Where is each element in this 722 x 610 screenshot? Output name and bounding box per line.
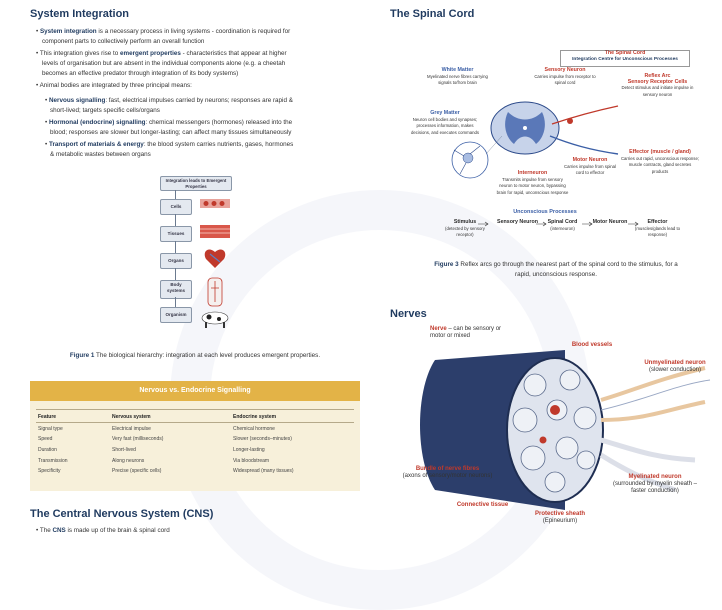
bullet-2-cont: levels of organisation but are absent in… xyxy=(42,60,286,67)
cns-bullet: • The CNS is made up of the brain & spin… xyxy=(36,527,170,534)
hierarchy-arrow xyxy=(175,268,176,280)
table-title: Nervous vs. Endocrine Signalling xyxy=(30,381,360,401)
section-title-spinal-cord: The Spinal Cord xyxy=(390,8,475,20)
bullet-2: • This integration gives rise to emergen… xyxy=(36,50,287,57)
sub-bullet-transport: • Transport of materials & energy: the b… xyxy=(45,141,294,148)
flow-step-sensory: Sensory Neuron xyxy=(497,219,538,225)
table-cell: Signal type xyxy=(38,426,63,432)
section-title-system-integration: System Integration xyxy=(30,8,130,20)
table-header-endocrine: Endocrine system xyxy=(233,414,277,420)
body-systems-illustration xyxy=(207,277,223,307)
organism-illustration xyxy=(201,311,229,328)
hierarchy-level-body-systems: Body systems xyxy=(160,280,192,299)
flow-step-effector: Effector(muscles/glands lead to response… xyxy=(634,219,681,238)
unconscious-processes-title: Unconscious Processes xyxy=(513,209,577,215)
spinal-box-title: The Spinal Cord Integration Centre for U… xyxy=(572,50,678,62)
bullet-1-cont: component parts to collectively perform … xyxy=(42,38,205,45)
spinal-box-border xyxy=(560,50,690,67)
nerve-illustration xyxy=(420,350,711,510)
flow-arrows xyxy=(478,221,639,227)
label-myelinated: Myelinated neuron(surrounded by myelin s… xyxy=(612,474,698,494)
table-cell: Along neurons xyxy=(112,458,145,464)
bullet-2-cont2: becomes an effective predator through in… xyxy=(42,70,239,77)
cells-illustration xyxy=(200,199,230,208)
table-cell: Precise (specific cells) xyxy=(112,468,162,474)
table-cell: Specificity xyxy=(38,468,61,474)
hierarchy-level-organism: Organism xyxy=(160,307,192,323)
hierarchy-header: Integration leads to Emergent Properties xyxy=(160,176,232,191)
hierarchy-arrow xyxy=(175,241,176,253)
hierarchy-arrow xyxy=(175,297,176,307)
label-protective-sheath: Protective sheath(Epineurium) xyxy=(534,511,586,524)
hierarchy-arrow xyxy=(175,214,176,226)
table-cell: Via bloodstream xyxy=(233,458,270,464)
table-cell: Slower (seconds–minutes) xyxy=(233,436,292,442)
table-cell: Widespread (many tissues) xyxy=(233,468,294,474)
table-cell: Transmission xyxy=(38,458,68,464)
table-header-nervous: Nervous system xyxy=(112,414,151,420)
sub-bullet-nervous: • Nervous signalling: fast, electrical i… xyxy=(45,97,293,104)
hierarchy-arrow xyxy=(175,190,176,200)
table-cell: Duration xyxy=(38,447,57,453)
label-unmyelinated: Unmyelinated neuron(slower conduction) xyxy=(644,360,706,373)
table-cell: Short-lived xyxy=(112,447,136,453)
table-cell: Electrical impulse xyxy=(112,426,151,432)
figure-3-caption: Figure 3 Reflex arcs go through the near… xyxy=(434,261,678,278)
table-divider xyxy=(36,422,354,423)
label-effector: Effector (muscle / gland)Carries out rap… xyxy=(620,149,700,174)
comparison-table: Nervous vs. Endocrine Signalling Feature… xyxy=(30,381,360,491)
hierarchy-illustrations xyxy=(200,199,230,328)
table-cell: Very fast (milliseconds) xyxy=(112,436,164,442)
table-header-feature: Feature xyxy=(38,414,57,420)
table-divider xyxy=(36,409,354,410)
table-cell: Speed xyxy=(38,436,53,442)
sub-bullet-hormonal: • Hormonal (endocrine) signalling: chemi… xyxy=(45,119,293,126)
section-title-cns: The Central Nervous System (CNS) xyxy=(30,508,214,520)
flow-step-stimulus: Stimulus(detected by sensory receptor) xyxy=(445,219,485,238)
spinal-cord-illustration xyxy=(451,101,619,179)
organs-illustration xyxy=(204,249,226,268)
tissues-illustration xyxy=(200,225,230,238)
figure-1-caption: Figure 1 The biological hierarchy: integ… xyxy=(69,352,321,359)
bullet-1: • System integration is a necessary proc… xyxy=(36,28,291,35)
table-cell: Longer-lasting xyxy=(233,447,265,453)
label-connective-tissue: Connective tissue xyxy=(456,502,509,508)
hierarchy-level-cells: Cells xyxy=(160,199,192,215)
table-cell: Chemical hormone xyxy=(233,426,275,432)
flow-step-motor: Motor Neuron xyxy=(592,219,628,225)
bullet-3: • Animal bodies are integrated by three … xyxy=(36,82,192,89)
sub-bullet-nervous-cont: short-lived; targets specific cells/orga… xyxy=(50,107,160,114)
label-bundle: Bundle of nerve fibres(axons of sensory/… xyxy=(402,466,493,479)
flow-step-spinal: Spinal Cord(interneuron) xyxy=(547,219,578,231)
section-title-nerves: Nerves xyxy=(390,308,427,320)
label-blood-vessels: Blood vessels xyxy=(571,342,613,348)
hierarchy-level-organs: Organs xyxy=(160,253,192,269)
sub-bullet-hormonal-cont: blood; responses are slower but longer-l… xyxy=(50,129,292,136)
hierarchy-level-tissues: Tissues xyxy=(160,226,192,242)
sub-bullet-transport-cont: & metabolic wastes between organs xyxy=(50,151,151,158)
